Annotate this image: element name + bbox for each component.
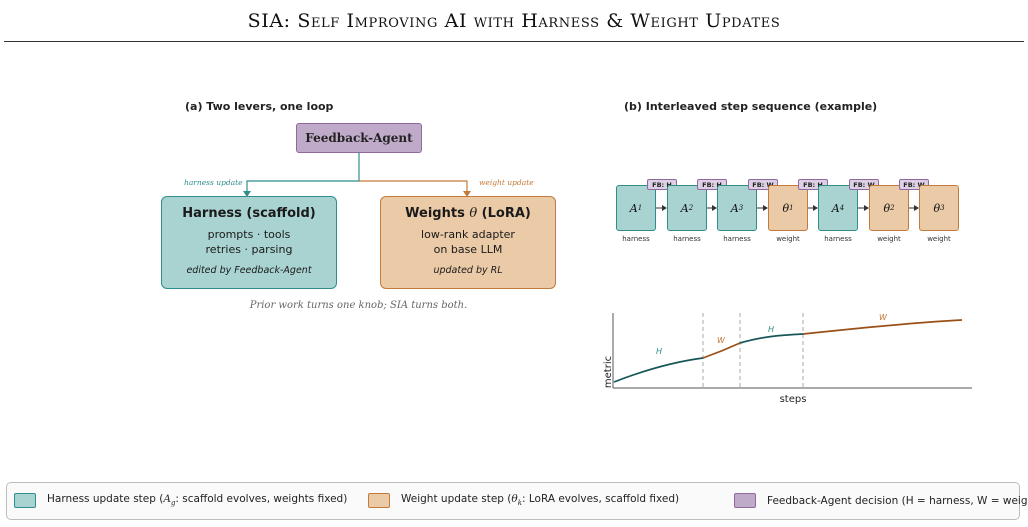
step-subscript: 3 (940, 204, 945, 212)
legend-harness-symbol: A (163, 493, 171, 506)
legend-weight-subscript: k (517, 499, 522, 508)
legend-text-harness: Harness update step (Ag: scaffold evolve… (47, 493, 347, 507)
weights-box-line2: on base LLM (433, 243, 503, 256)
harness-box-line2: retries · parsing (205, 243, 293, 256)
feedback-tag-1: FB: H (647, 179, 677, 190)
weight-update-arrow (359, 180, 468, 193)
x-axis-label: steps (780, 394, 807, 405)
segment-label-h2: H (768, 325, 774, 334)
weights-box-note: updated by RL (433, 265, 503, 276)
legend-text-feedback: Feedback-Agent decision (H = harness, W … (767, 494, 1028, 507)
figure-title: SIA: Self Improving AI with Harness & We… (247, 10, 781, 32)
legend: Harness update step (Ag: scaffold evolve… (6, 482, 1028, 520)
harness-update-arrow (246, 153, 360, 193)
step-arrowhead-4 (813, 205, 818, 211)
legend-weight-text-before: Weight update step ( (401, 493, 512, 506)
harness-box-line1: prompts · tools (207, 228, 291, 241)
weights-title-prefix: Weights (405, 206, 470, 221)
feedback-tag-3: FB: W (748, 179, 778, 190)
step-arrowhead-3 (763, 205, 768, 211)
legend-swatch-feedback (734, 493, 756, 508)
feedback-tag-4: FB: H (798, 179, 828, 190)
step-label-2: harness (673, 235, 701, 243)
title-divider (4, 41, 1024, 42)
step-label-7: weight (927, 235, 951, 243)
segment-label-w2: W (879, 313, 888, 322)
weight-arrowhead (463, 191, 471, 197)
step-subscript: 1 (637, 204, 643, 212)
step-symbol: A (730, 201, 739, 215)
weights-box-title: Weights θ (LoRA) (381, 206, 555, 221)
step-arrowhead-5 (864, 205, 869, 211)
weights-box-line1: low-rank adapter (421, 228, 515, 241)
harness-box-note: edited by Feedback-Agent (186, 265, 312, 276)
harness-update-label: harness update (184, 178, 243, 187)
harness-box: Harness (scaffold) prompts · tools retri… (161, 196, 337, 289)
feedback-tag-5: FB: W (849, 179, 879, 190)
segment-label-w1: W (717, 336, 726, 345)
segment-harness-1 (613, 357, 704, 383)
legend-harness-text-after: : scaffold evolves, weights fixed) (175, 493, 348, 506)
legend-swatch-harness (14, 493, 36, 508)
y-axis-label: metric (603, 356, 614, 388)
weights-title-suffix: (LoRA) (477, 206, 531, 221)
step-symbol: θ (782, 201, 790, 215)
step-subscript: 2 (688, 204, 694, 212)
feedback-tag-2: FB: H (697, 179, 727, 190)
step-symbol: A (629, 201, 638, 215)
step-subscript: 2 (890, 204, 895, 212)
step-label-4: weight (776, 235, 800, 243)
step-arrowhead-2 (712, 205, 717, 211)
segment-weight-1 (702, 342, 741, 359)
step-symbol: θ (883, 201, 891, 215)
harness-arrowhead (243, 191, 251, 197)
legend-harness-subscript: g (170, 499, 176, 508)
weights-title-symbol: θ (469, 206, 478, 221)
panel-b-heading: (b) Interleaved step sequence (example) (624, 100, 878, 113)
step-symbol: θ (933, 201, 941, 215)
step-symbol: A (680, 201, 689, 215)
panel-a-caption: Prior work turns one knob; SIA turns bot… (249, 300, 468, 311)
legend-item-weight: Weight update step (θk: LoRA evolves, sc… (368, 493, 679, 508)
segment-weight-2 (802, 319, 963, 335)
step-label-5: harness (824, 235, 852, 243)
step-arrowhead-1 (662, 205, 667, 211)
legend-weight-text-after: : LoRA evolves, scaffold fixed) (521, 493, 680, 506)
panel-a-heading: (a) Two levers, one loop (185, 100, 334, 113)
feedback-agent-box: Feedback-Agent (296, 123, 422, 153)
legend-text-weight: Weight update step (θk: LoRA evolves, sc… (401, 493, 679, 507)
harness-box-title: Harness (scaffold) (182, 206, 316, 221)
segment-harness-2 (739, 333, 804, 344)
step-symbol: A (831, 201, 840, 215)
segment-label-h1: H (656, 347, 662, 356)
legend-item-harness: Harness update step (Ag: scaffold evolve… (14, 493, 347, 508)
legend-harness-text-before: Harness update step ( (47, 493, 164, 506)
step-subscript: 4 (839, 204, 845, 212)
legend-swatch-weight (368, 493, 390, 508)
step-label-1: harness (622, 235, 650, 243)
feedback-tag-6: FB: W (899, 179, 929, 190)
step-arrowhead-6 (914, 205, 919, 211)
legend-item-feedback: Feedback-Agent decision (H = harness, W … (734, 493, 1028, 508)
step-subscript: 3 (738, 204, 744, 212)
legend-weight-symbol: θ (511, 493, 518, 506)
step-label-3: harness (723, 235, 751, 243)
step-subscript: 1 (789, 204, 794, 212)
weights-box: Weights θ (LoRA) low-rank adapter on bas… (380, 196, 556, 289)
step-label-6: weight (877, 235, 901, 243)
weight-update-label: weight update (479, 178, 534, 187)
